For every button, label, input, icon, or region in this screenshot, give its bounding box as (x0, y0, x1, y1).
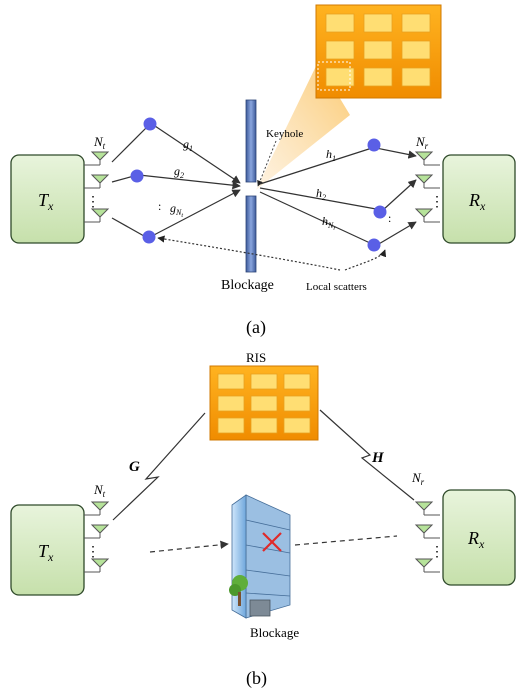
local-scatter-pointer-right (344, 249, 387, 271)
g1-label: g1 (183, 137, 193, 153)
ris-zoom (315, 4, 442, 99)
H-label: H (371, 450, 385, 466)
h1-label: h1 (326, 147, 336, 163)
tx-antennas-a (84, 151, 110, 223)
hnr-label: hNr (322, 214, 336, 232)
nr-label-b: Nr (411, 470, 425, 487)
rx-antennas-a (414, 151, 440, 223)
rx-dots-a: ⋮ (430, 195, 444, 210)
gnt-label: gNt (170, 201, 183, 219)
caption-b: (b) (246, 668, 267, 689)
tx-box-a (10, 154, 85, 244)
rx-paths-a (259, 147, 417, 246)
rx-box-a (442, 154, 516, 244)
tx-box-b (10, 504, 85, 596)
blockage-label-a: Blockage (221, 278, 274, 293)
scatterer (130, 169, 144, 183)
tx-paths-a (111, 123, 241, 237)
scatterer (142, 230, 156, 244)
rx-antennas-b (414, 501, 440, 573)
tx-label-b: Tx (38, 541, 54, 564)
local-scatters-label: Local scatters (306, 281, 367, 293)
link-G (112, 412, 206, 521)
keyhole-label: Keyhole (266, 128, 303, 140)
rx-label-a: Rx (468, 190, 486, 213)
nt-label-b: Nt (93, 482, 106, 499)
direct-path-left (149, 540, 229, 553)
panel-a: Tx ⋮ Nt g1 g2 : gNt Bloc (10, 4, 516, 338)
scatterer (367, 238, 381, 252)
caption-a: (a) (246, 317, 266, 338)
blockage-bar-top (245, 99, 257, 183)
keyhole-pointer (257, 140, 277, 187)
blockage-label-b: Blockage (250, 625, 299, 640)
tx-dots-b: ⋮ (86, 545, 100, 560)
local-scatter-pointer-left (157, 235, 341, 271)
blockage-bar-bottom (245, 195, 257, 273)
scatterer (143, 117, 157, 131)
direct-path-right (294, 535, 398, 546)
tx-dots-a: ⋮ (86, 195, 100, 210)
scatterer (373, 205, 387, 219)
tx-label-a: Tx (38, 190, 54, 213)
h2-label: h2 (316, 186, 326, 202)
panel-b: RIS G H Tx ⋮ Nt (10, 350, 516, 689)
G-label: G (129, 459, 140, 475)
link-H (319, 409, 415, 501)
rx-dots-b: ⋮ (430, 545, 444, 560)
scatterer (367, 138, 381, 152)
rx-label-b: Rx (467, 528, 485, 551)
tx-antennas-b (84, 501, 110, 573)
rx-box-b (442, 489, 516, 586)
ris-label: RIS (246, 350, 266, 365)
nt-label-a: Nt (93, 134, 106, 151)
ris-panel (209, 365, 319, 441)
g2-label: g2 (174, 164, 184, 180)
nr-label-a: Nr (415, 134, 429, 151)
h-dots: : (388, 211, 391, 225)
building-icon (229, 494, 291, 619)
g-dots: : (158, 199, 161, 213)
